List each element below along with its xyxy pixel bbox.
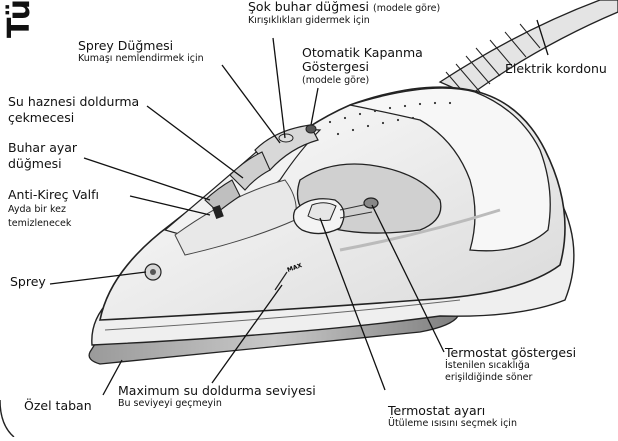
label-steam-knob: Buhar ayar düğmesi [8,141,77,172]
label-anti-scale: Anti-Kireç Valfı Ayda bir kez temizlenec… [8,188,99,230]
spray-title: Sprey [10,275,46,289]
page-heading-fragment: Tü [2,0,37,38]
label-spray-button: Sprey Düğmesi Kumaşı nemlendirmek için [78,39,204,65]
label-shock-steam: Şok buhar düğmesi (modele göre) Kırışıkl… [248,0,440,27]
thermostat-setting-sub: Ütüleme ısısını seçmek için [388,419,517,430]
thermostat-setting-title: Termostat ayarı [388,404,517,418]
anti-scale-sub1: Ayda bir kez [8,205,99,216]
steam-knob-line2: düğmesi [8,157,77,171]
label-auto-off: Otomatik Kapanma Göstergesi (modele göre… [302,46,423,87]
shock-steam-note: (modele göre) [373,3,440,14]
auto-off-line1: Otomatik Kapanma [302,46,423,60]
max-fill-sub: Bu seviyeyi geçmeyin [118,399,316,410]
auto-off-sub: (modele göre) [302,76,423,87]
shock-steam-button [279,134,293,142]
thermostat-indicator-sub2: erişildiğinde söner [445,373,576,384]
label-thermostat-indicator: Termostat göstergesi İstenilen sıcaklığa… [445,346,576,384]
water-fill-line2: çekmecesi [8,111,139,125]
power-cord [440,0,618,100]
label-power-cord: Elektrik kordonu [505,62,607,76]
power-cord-title: Elektrik kordonu [505,62,607,76]
shock-steam-sub: Kırışıklıkları gidermek için [248,16,440,27]
steam-knob-line1: Buhar ayar [8,141,77,155]
label-spray: Sprey [10,275,46,289]
anti-scale-title: Anti-Kireç Valfı [8,188,99,202]
page-edge [0,400,14,437]
thermostat-indicator-title: Termostat göstergesi [445,346,576,360]
max-fill-title: Maximum su doldurma seviyesi [118,384,316,398]
auto-off-indicator [306,125,316,133]
thermostat-light [364,198,378,208]
sole-plate-title: Özel taban [24,399,92,413]
auto-off-line2: Göstergesi [302,60,423,74]
anti-scale-sub2: temizlenecek [8,219,99,230]
spray-button-sub: Kumaşı nemlendirmek için [78,54,204,65]
label-sole-plate: Özel taban [24,399,92,413]
spray-button-title: Sprey Düğmesi [78,39,204,53]
thermostat-indicator-sub1: İstenilen sıcaklığa [445,361,576,372]
water-fill-line1: Su haznesi doldurma [8,95,139,109]
label-water-fill: Su haznesi doldurma çekmecesi [8,95,139,126]
label-thermostat-setting: Termostat ayarı Ütüleme ısısını seçmek i… [388,404,517,430]
shock-steam-title: Şok buhar düğmesi [248,0,369,14]
label-max-fill: Maximum su doldurma seviyesi Bu seviyeyi… [118,384,316,410]
